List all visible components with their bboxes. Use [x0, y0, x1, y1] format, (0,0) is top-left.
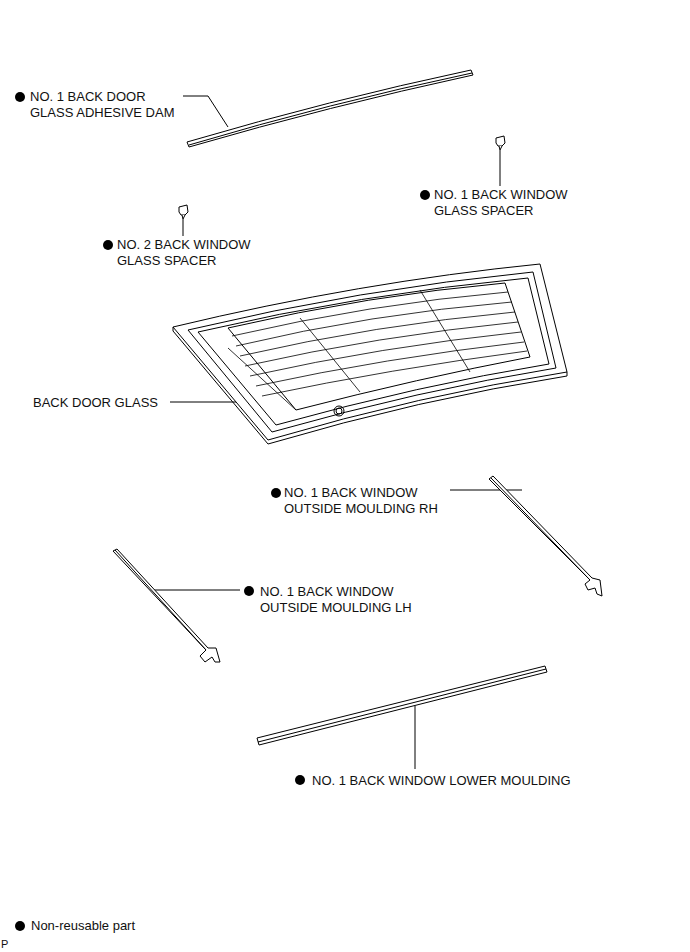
part-name: NO. 1 BACK WINDOW LOWER MOULDING — [312, 773, 571, 789]
lower-moulding — [257, 666, 547, 745]
part-name: NO. 1 BACK WINDOW GLASS SPACER — [434, 187, 574, 219]
back-door-glass — [173, 264, 567, 444]
figure-code: P — [1, 938, 8, 951]
part-name: NO. 1 BACK DOOR GLASS ADHESIVE DAM — [30, 89, 182, 121]
part-name: NO. 1 BACK WINDOW OUTSIDE MOULDING LH — [260, 584, 422, 616]
part-name: NO. 1 BACK WINDOW OUTSIDE MOULDING RH — [284, 485, 446, 517]
part-name: BACK DOOR GLASS — [33, 395, 158, 411]
outside-moulding-rh — [489, 476, 602, 596]
outside-moulding-lh — [113, 549, 220, 662]
adhesive-dam — [187, 70, 473, 147]
part-name: NO. 2 BACK WINDOW GLASS SPACER — [117, 237, 257, 269]
legend-note: Non-reusable part — [31, 918, 135, 934]
